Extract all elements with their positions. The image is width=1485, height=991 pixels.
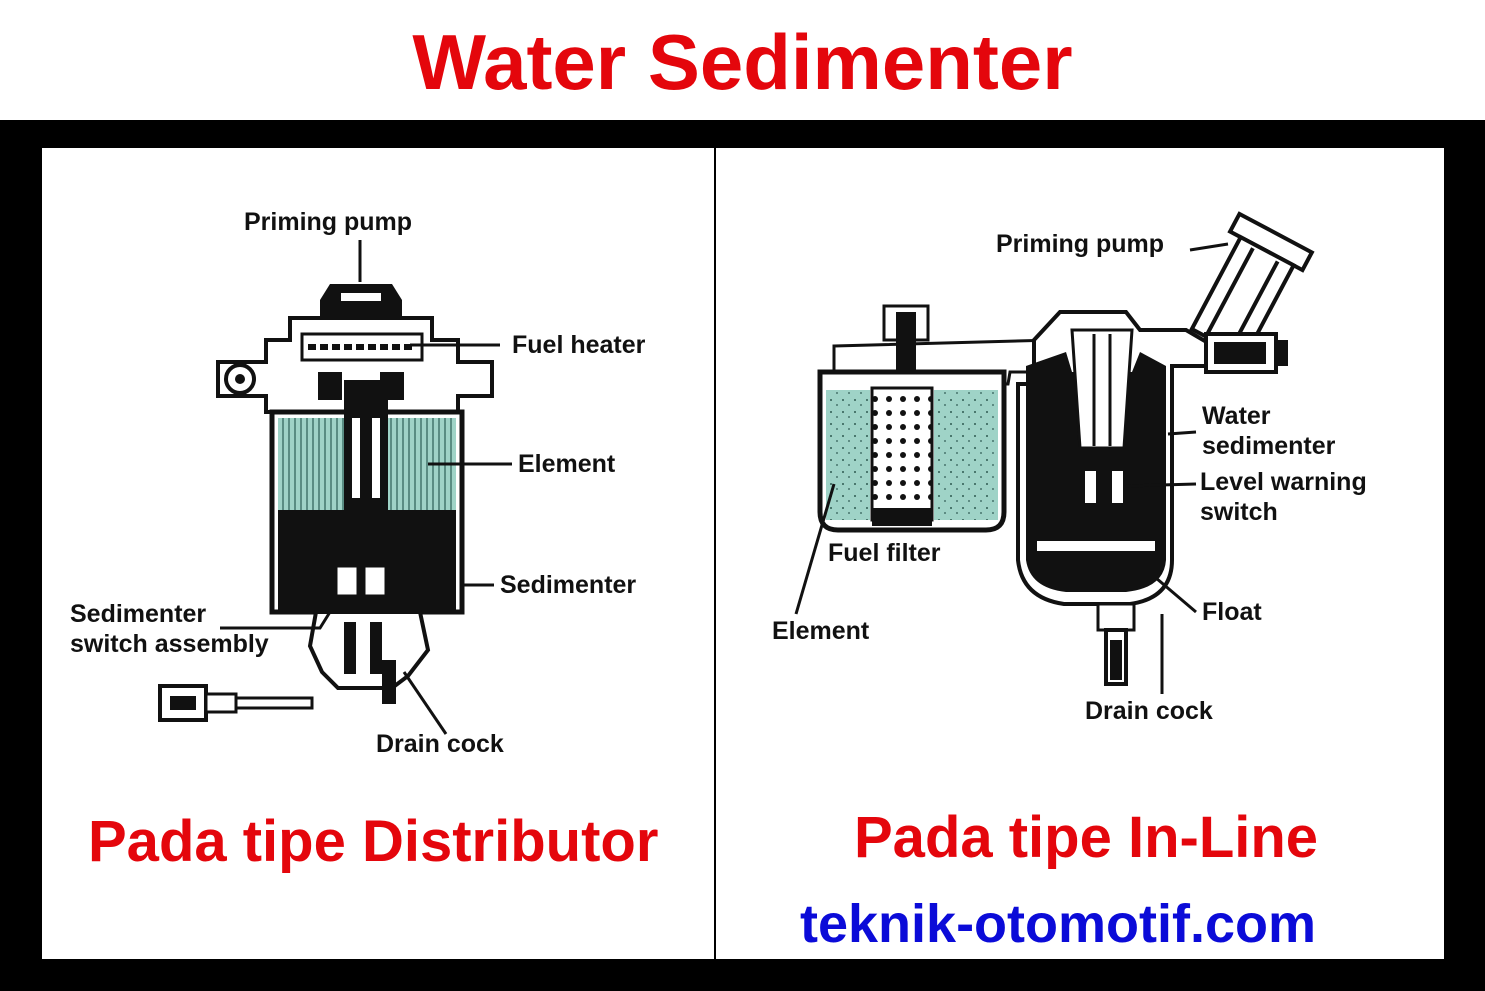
label-sedimenter: Sedimenter: [500, 571, 636, 599]
label-level-warning-line2: switch: [1200, 498, 1278, 526]
inline-sedimenter-illustration: [817, 211, 1315, 686]
distributor-leader-lines: [220, 240, 512, 735]
caption-distributor: Pada tipe Distributor: [88, 809, 659, 874]
label-drain-cock-inline: Drain cock: [1085, 697, 1213, 725]
label-float: Float: [1202, 598, 1262, 626]
label-switch-assembly-line1: Sedimenter: [70, 600, 206, 628]
label-fuel-heater: Fuel heater: [512, 331, 646, 359]
label-drain-cock: Drain cock: [376, 730, 504, 758]
label-level-warning-line1: Level warning: [1200, 468, 1367, 496]
panel-divider: [714, 146, 716, 961]
caption-inline: Pada tipe In-Line: [854, 805, 1319, 870]
distributor-sedimenter-illustration: [158, 284, 494, 722]
label-switch-assembly-line2: switch assembly: [70, 630, 269, 658]
label-priming-pump: Priming pump: [244, 208, 412, 236]
label-element-inline: Element: [772, 617, 870, 645]
website-watermark: teknik-otomotif.com: [800, 894, 1317, 954]
page-title: Water Sedimenter: [412, 18, 1073, 106]
label-fuel-filter: Fuel filter: [828, 539, 941, 567]
label-priming-pump-inline: Priming pump: [996, 230, 1164, 258]
label-element: Element: [518, 450, 616, 478]
label-water-sedimenter-line1: Water: [1202, 402, 1271, 430]
label-water-sedimenter-line2: sedimenter: [1202, 432, 1336, 460]
inline-leader-lines: [794, 242, 1229, 694]
